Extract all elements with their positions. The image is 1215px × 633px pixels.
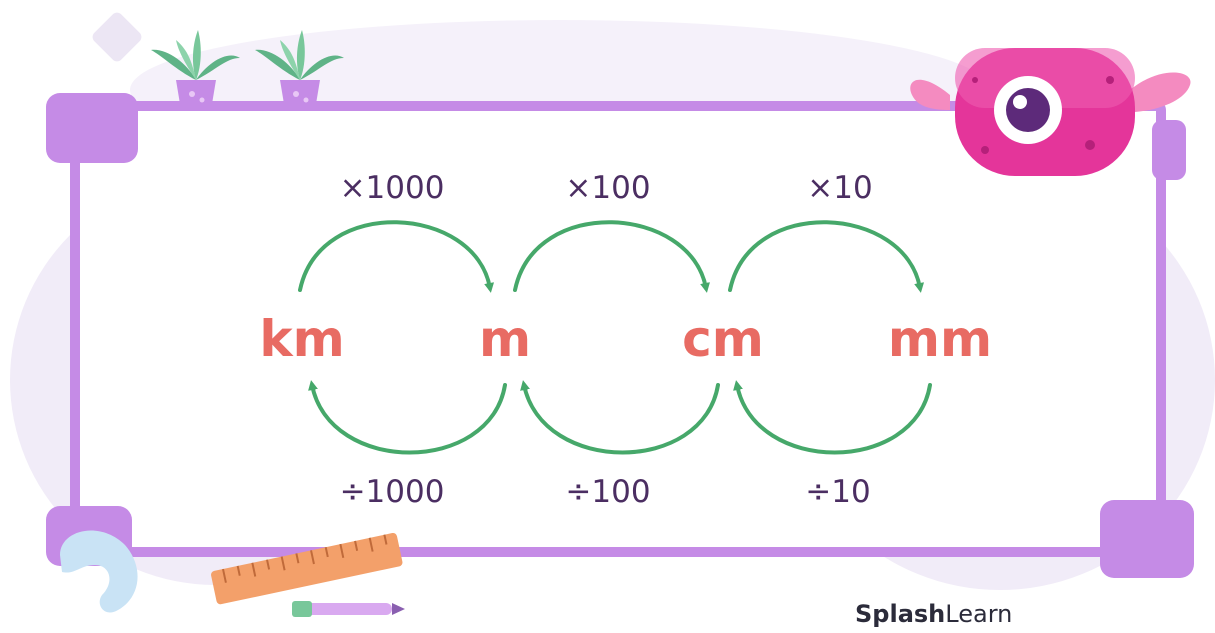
brand-logo: SplashLearn — [855, 600, 1012, 628]
arrow-cm-to-mm — [728, 220, 925, 293]
arrow-km-to-m — [298, 220, 495, 293]
arrow-mm-to-cm — [733, 380, 932, 455]
divide-label-cm-m: ÷100 — [565, 474, 650, 510]
ruler-icon — [211, 532, 403, 605]
unit-m: m — [479, 310, 531, 368]
multiply-label-m-cm: ×100 — [565, 170, 650, 206]
frame-corner-top-right — [1152, 120, 1186, 180]
brand-regular: Learn — [945, 600, 1012, 628]
unit-cm: cm — [682, 310, 764, 368]
multiply-arrows — [298, 220, 925, 293]
arrow-m-to-km — [308, 380, 507, 455]
divide-arrows — [308, 380, 932, 455]
hook-shape-icon — [60, 530, 138, 613]
frame-corner-bottom-right — [1100, 500, 1194, 578]
arrow-cm-to-m — [520, 380, 720, 455]
multiply-label-cm-mm: ×10 — [807, 170, 872, 206]
diamond-shape — [92, 12, 142, 62]
multiply-label-km-m: ×1000 — [340, 170, 445, 206]
unit-mm: mm — [888, 310, 992, 368]
monster-icon — [910, 48, 1191, 176]
arrow-m-to-cm — [513, 220, 710, 293]
unit-km: km — [259, 310, 344, 368]
brand-bold: Splash — [855, 600, 945, 628]
divide-label-m-km: ÷1000 — [340, 474, 445, 510]
pen-icon — [292, 601, 405, 617]
plant-icon — [151, 30, 240, 110]
frame-corner-top-left — [46, 93, 138, 163]
divide-label-mm-cm: ÷10 — [805, 474, 870, 510]
plant-icon — [255, 30, 344, 110]
